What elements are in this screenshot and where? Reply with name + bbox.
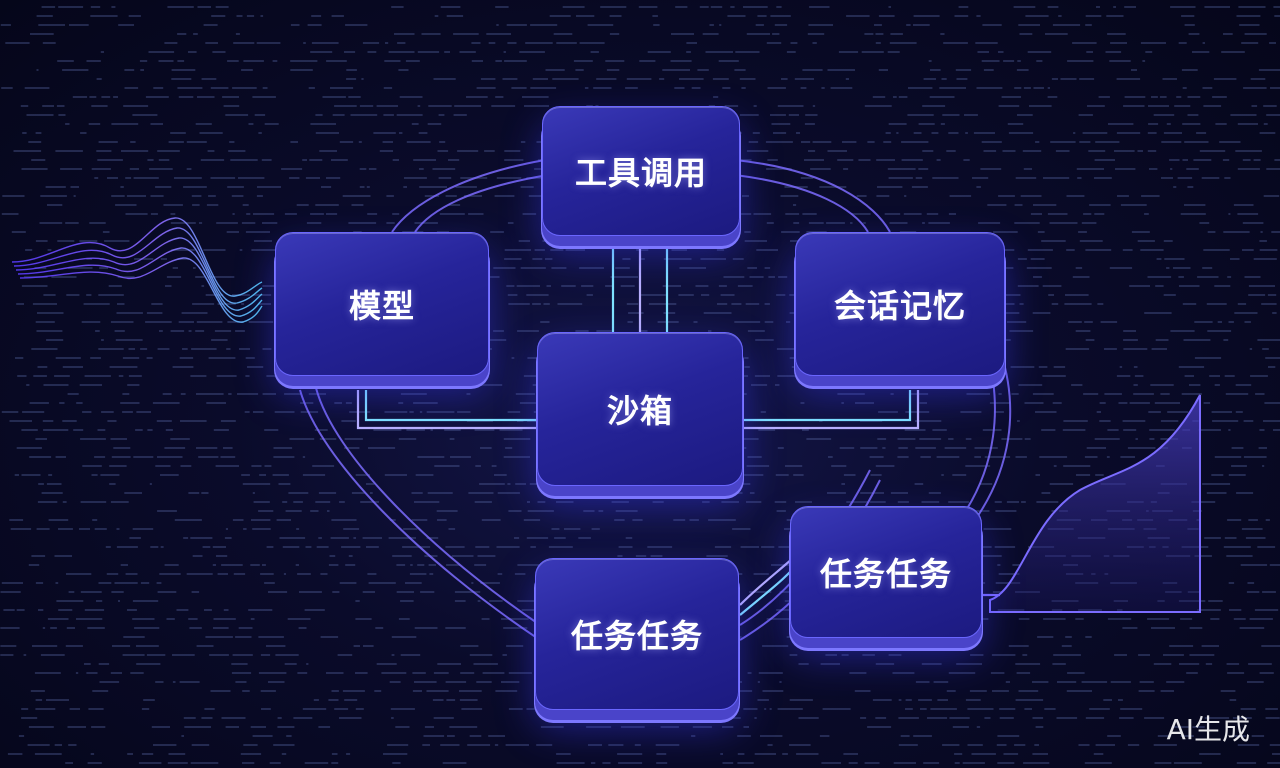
node-task-bottom: 任务任务	[535, 558, 739, 710]
ai-generated-watermark: AI生成	[1166, 713, 1250, 746]
node-label: 模型	[348, 287, 415, 325]
node-label: 任务任务	[570, 617, 703, 655]
node-tool-call: 工具调用	[542, 106, 740, 236]
node-session-memory: 会话记忆	[795, 232, 1005, 376]
node-sandbox: 沙箱	[537, 332, 743, 486]
area-chart-graphic	[989, 394, 1201, 613]
node-label: 会话记忆	[833, 287, 966, 325]
waveform-graphic	[11, 217, 263, 323]
node-task-right: 任务任务	[790, 506, 982, 638]
node-model: 模型	[275, 232, 489, 376]
node-label: 任务任务	[819, 555, 952, 593]
node-label: 工具调用	[574, 154, 707, 192]
node-label: 沙箱	[606, 392, 673, 430]
